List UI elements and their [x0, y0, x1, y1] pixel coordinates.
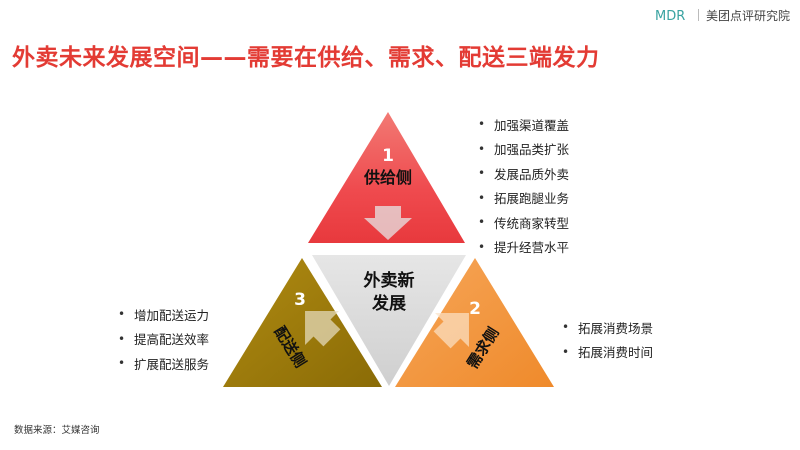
delivery-triangle	[223, 258, 382, 387]
demand-bullet-list: •拓展消费场景 •拓展消费时间	[562, 315, 653, 364]
list-item: •发展品质外卖	[478, 166, 570, 182]
demand-triangle	[395, 258, 554, 387]
supply-bullet-list: •加强渠道覆盖 •加强品类扩张 •发展品质外卖 •拓展跑腿业务 •传统商家转型 …	[478, 112, 569, 259]
delivery-number: 3	[294, 290, 306, 310]
brand-name: 美团点评研究院	[705, 8, 790, 23]
list-item: •扩展配送服务	[118, 356, 210, 372]
list-item: •拓展消费场景	[562, 320, 654, 336]
logo-text: MDR	[655, 9, 685, 23]
mdr-logo: MDR	[655, 7, 691, 23]
list-item: •传统商家转型	[478, 215, 570, 231]
data-source-note: 数据来源：艾媒咨询	[14, 425, 100, 436]
list-item: •加强渠道覆盖	[478, 117, 570, 133]
demand-number: 2	[469, 299, 481, 319]
brand-header: MDR 美团点评研究院	[655, 6, 790, 24]
list-item: •拓展消费时间	[562, 344, 654, 361]
list-item: •提升经营水平	[478, 239, 570, 256]
supply-label: 供给侧	[363, 168, 412, 187]
list-item: •拓展跑腿业务	[478, 190, 570, 207]
delivery-bullet-list: •增加配送运力 •提高配送效率 •扩展配送服务	[118, 302, 209, 376]
mdr-logo-icon: MDR	[655, 9, 685, 23]
center-label-line2: 发展	[371, 293, 406, 314]
supply-triangle	[308, 112, 465, 243]
list-item: •增加配送运力	[118, 307, 210, 323]
arrow-up-right-icon	[305, 311, 341, 347]
arrow-down-icon	[364, 206, 412, 240]
center-triangle	[312, 255, 466, 386]
supply-number: 1	[382, 146, 394, 166]
page-title: 外卖未来发展空间——需要在供给、需求、配送三端发力	[12, 45, 600, 71]
list-item: •加强品类扩张	[478, 141, 570, 158]
list-item: •提高配送效率	[118, 331, 210, 348]
brand-divider	[697, 9, 699, 21]
center-label-line1: 外卖新	[364, 270, 415, 291]
arrow-up-left-icon	[433, 313, 469, 349]
